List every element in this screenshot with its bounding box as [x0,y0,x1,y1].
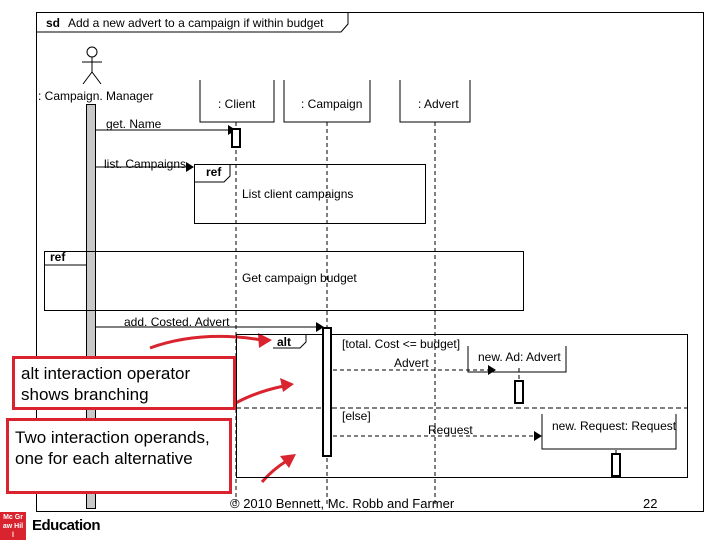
ref2-keyword: ref [50,250,66,264]
ref1-label: List client campaigns [242,187,354,201]
ref1-keyword: ref [206,165,222,179]
message-get-name: get. Name [106,117,162,131]
sequence-diagram-frame [36,12,704,512]
alt-fragment [236,334,688,478]
lifeline-campaign: : Campaign [301,97,363,111]
new-request-activation [611,453,621,477]
message-advert: Advert [394,356,429,370]
alt-guard-2: [else] [342,409,371,423]
frame-title-tab [36,12,349,33]
lifeline-campaign-manager: : Campaign. Manager [38,89,154,103]
alt-guard-1: [total. Cost <= budget] [342,337,461,351]
object-new-ad: new. Ad: Advert [478,350,561,364]
ref-fragment-list-client-campaigns [194,164,426,224]
footer-page-number: 22 [643,496,658,511]
alt-keyword: alt [277,335,292,349]
callout-alt-operator: alt interaction operator shows branching [12,356,236,410]
client-activation [231,128,241,148]
sd-keyword: sd [46,16,61,30]
new-ad-activation [514,380,524,404]
new-ad-object-box [467,346,567,373]
callout-interaction-operands: Two interaction operands, one for each a… [6,418,232,494]
message-add-costed-advert: add. Costed. Advert [124,315,230,329]
lifeline-client: : Client [218,97,256,111]
campaign-manager-activation [86,104,96,509]
new-request-object-box [541,414,677,450]
mcgraw-hill-logo: Mc Graw Hill [0,512,26,540]
message-list-campaigns: list. Campaigns [104,157,187,171]
publisher-division: Education [32,517,101,534]
actor-icon [82,46,102,85]
message-request: Request [428,423,473,437]
logo-lettering: Mc Graw Hill [2,514,24,539]
footer-copyright: © 2010 Bennett, Mc. Robb and Farmer [230,496,455,511]
campaign-activation [322,327,332,457]
ref2-label: Get campaign budget [242,271,357,285]
lifeline-advert: : Advert [418,97,459,111]
frame-title: Add a new advert to a campaign if within… [68,16,324,30]
object-new-request: new. Request: Request [552,419,677,433]
ref-fragment-get-campaign-budget [44,251,524,311]
